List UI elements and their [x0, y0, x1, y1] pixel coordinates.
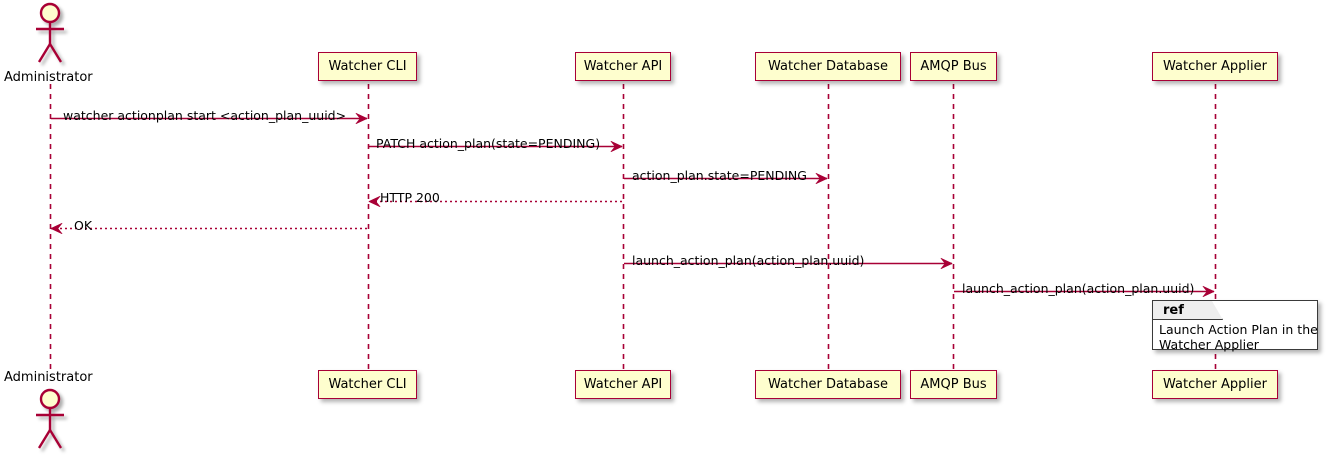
participant-label: Watcher CLI	[328, 59, 407, 74]
ref-tab-label: ref	[1163, 303, 1184, 318]
participant-label: AMQP Bus	[920, 377, 987, 392]
arrowhead	[50, 222, 63, 235]
message-label-7: launch_action_plan(action_plan.uuid)	[962, 281, 1195, 296]
participant-label: Watcher Applier	[1163, 59, 1267, 74]
arrowhead	[1202, 285, 1215, 298]
participant-applier-bottom[interactable]: Watcher Applier	[1152, 370, 1278, 399]
message-label-4: HTTP 200	[380, 190, 440, 205]
participant-amqp-bottom[interactable]: AMQP Bus	[910, 370, 997, 399]
arrowhead	[368, 195, 381, 208]
arrowhead	[610, 140, 623, 153]
actor-leg-right	[48, 429, 63, 449]
message-label-2: PATCH action_plan(state=PENDING)	[376, 136, 601, 151]
actor-figures-group	[36, 2, 64, 449]
message-label-1: watcher actionplan start <action_plan_uu…	[63, 108, 347, 123]
arrowhead	[940, 257, 953, 270]
participant-label: Watcher API	[583, 59, 663, 74]
message-arrow-7	[954, 285, 1215, 298]
participant-label: AMQP Bus	[920, 59, 987, 74]
message-arrow-3	[624, 172, 828, 185]
actor-leg-left	[37, 429, 52, 449]
actor-figure-bottom	[36, 388, 64, 449]
participant-label: Watcher Database	[768, 59, 888, 74]
participant-label: Watcher Applier	[1163, 377, 1267, 392]
participant-label: Watcher CLI	[328, 377, 407, 392]
message-label-5: OK	[74, 218, 93, 233]
participant-api-bottom[interactable]: Watcher API	[575, 370, 671, 399]
participant-db-top[interactable]: Watcher Database	[755, 52, 901, 81]
ref-body-text: Launch Action Plan in the Watcher Applie…	[1159, 322, 1318, 352]
message-arrow-4	[368, 195, 622, 208]
participant-api-top[interactable]: Watcher API	[575, 52, 671, 81]
participant-amqp-top[interactable]: AMQP Bus	[910, 52, 997, 81]
participant-cli-top[interactable]: Watcher CLI	[318, 52, 417, 81]
actor-figure-top	[36, 2, 64, 63]
message-arrow-5	[50, 222, 367, 235]
actor-leg-right	[48, 43, 63, 63]
message-arrow-2	[369, 140, 623, 153]
arrowhead	[355, 112, 368, 125]
message-arrows-group	[50, 112, 1215, 298]
participant-db-bottom[interactable]: Watcher Database	[755, 370, 901, 399]
message-arrow-6	[624, 257, 953, 270]
participant-applier-top[interactable]: Watcher Applier	[1152, 52, 1278, 81]
participant-cli-bottom[interactable]: Watcher CLI	[318, 370, 417, 399]
actor-label-top: Administrator	[4, 70, 93, 85]
participant-label: Watcher API	[583, 377, 663, 392]
actor-leg-left	[37, 43, 52, 63]
lifelines-group	[49, 84, 1217, 370]
participant-label: Watcher Database	[768, 377, 888, 392]
message-label-3: action_plan.state=PENDING	[632, 168, 807, 183]
arrowhead	[815, 172, 828, 185]
message-label-6: launch_action_plan(action_plan.uuid)	[632, 253, 865, 268]
actor-label-bottom: Administrator	[4, 370, 93, 385]
message-arrow-1	[51, 112, 368, 125]
